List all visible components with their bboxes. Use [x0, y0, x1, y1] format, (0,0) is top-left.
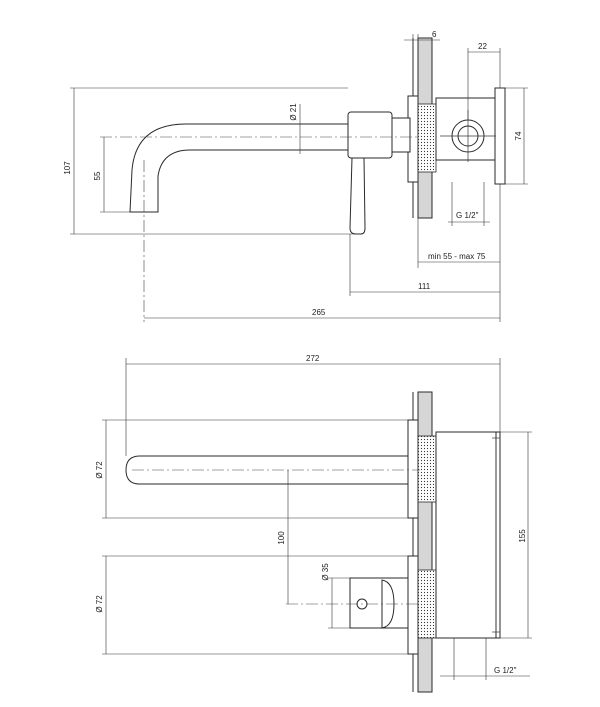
- handle-body-top: [347, 111, 393, 159]
- dim-107-label: 107: [63, 161, 72, 175]
- dim-272-label: 272: [306, 354, 320, 363]
- dim-55-label: 55: [93, 171, 102, 180]
- flange-handle-bottom: [407, 555, 419, 655]
- dim-g12-bottom-label: G 1/2": [494, 666, 517, 675]
- dim-155-label: 155: [518, 529, 527, 543]
- bottom-view: 272 Ø 72 100 Ø 72 Ø 35 155 G 1/2": [95, 354, 532, 693]
- dim-d72-lower-label: Ø 72: [95, 595, 104, 613]
- dim-100-label: 100: [277, 531, 286, 545]
- dim-74-label: 74: [514, 131, 523, 140]
- concealed-body-bottom: [435, 431, 497, 639]
- dim-111-label: 111: [418, 282, 431, 291]
- dim-g12-top-label: G 1/2": [456, 211, 479, 220]
- spout-outline-top: [129, 123, 348, 213]
- hatched-collar-top: [417, 103, 437, 173]
- dim-22-label: 22: [478, 42, 487, 51]
- spout-outline-bottom: [125, 455, 408, 485]
- dim-d72-upper-label: Ø 72: [95, 461, 104, 479]
- handle-cap-top: [391, 117, 411, 153]
- body-side-plate-top: [494, 87, 506, 185]
- dim-d21-label: Ø 21: [289, 103, 298, 121]
- body-side-plate-bottom: [495, 431, 501, 639]
- hatched-collar-spout: [417, 435, 437, 503]
- dim-265-label: 265: [312, 308, 326, 317]
- dim-6-label: 6: [432, 30, 437, 39]
- flange-spout-bottom: [407, 419, 419, 519]
- dim-d35-label: Ø 35: [321, 563, 330, 581]
- lever-top: [349, 157, 366, 235]
- dim-minmax-label: min 55 - max 75: [428, 252, 486, 261]
- hatched-collar-handle: [417, 569, 437, 639]
- top-view: 107 55 Ø 21 6 22 74 G 1/2" min 55 - max …: [63, 30, 528, 322]
